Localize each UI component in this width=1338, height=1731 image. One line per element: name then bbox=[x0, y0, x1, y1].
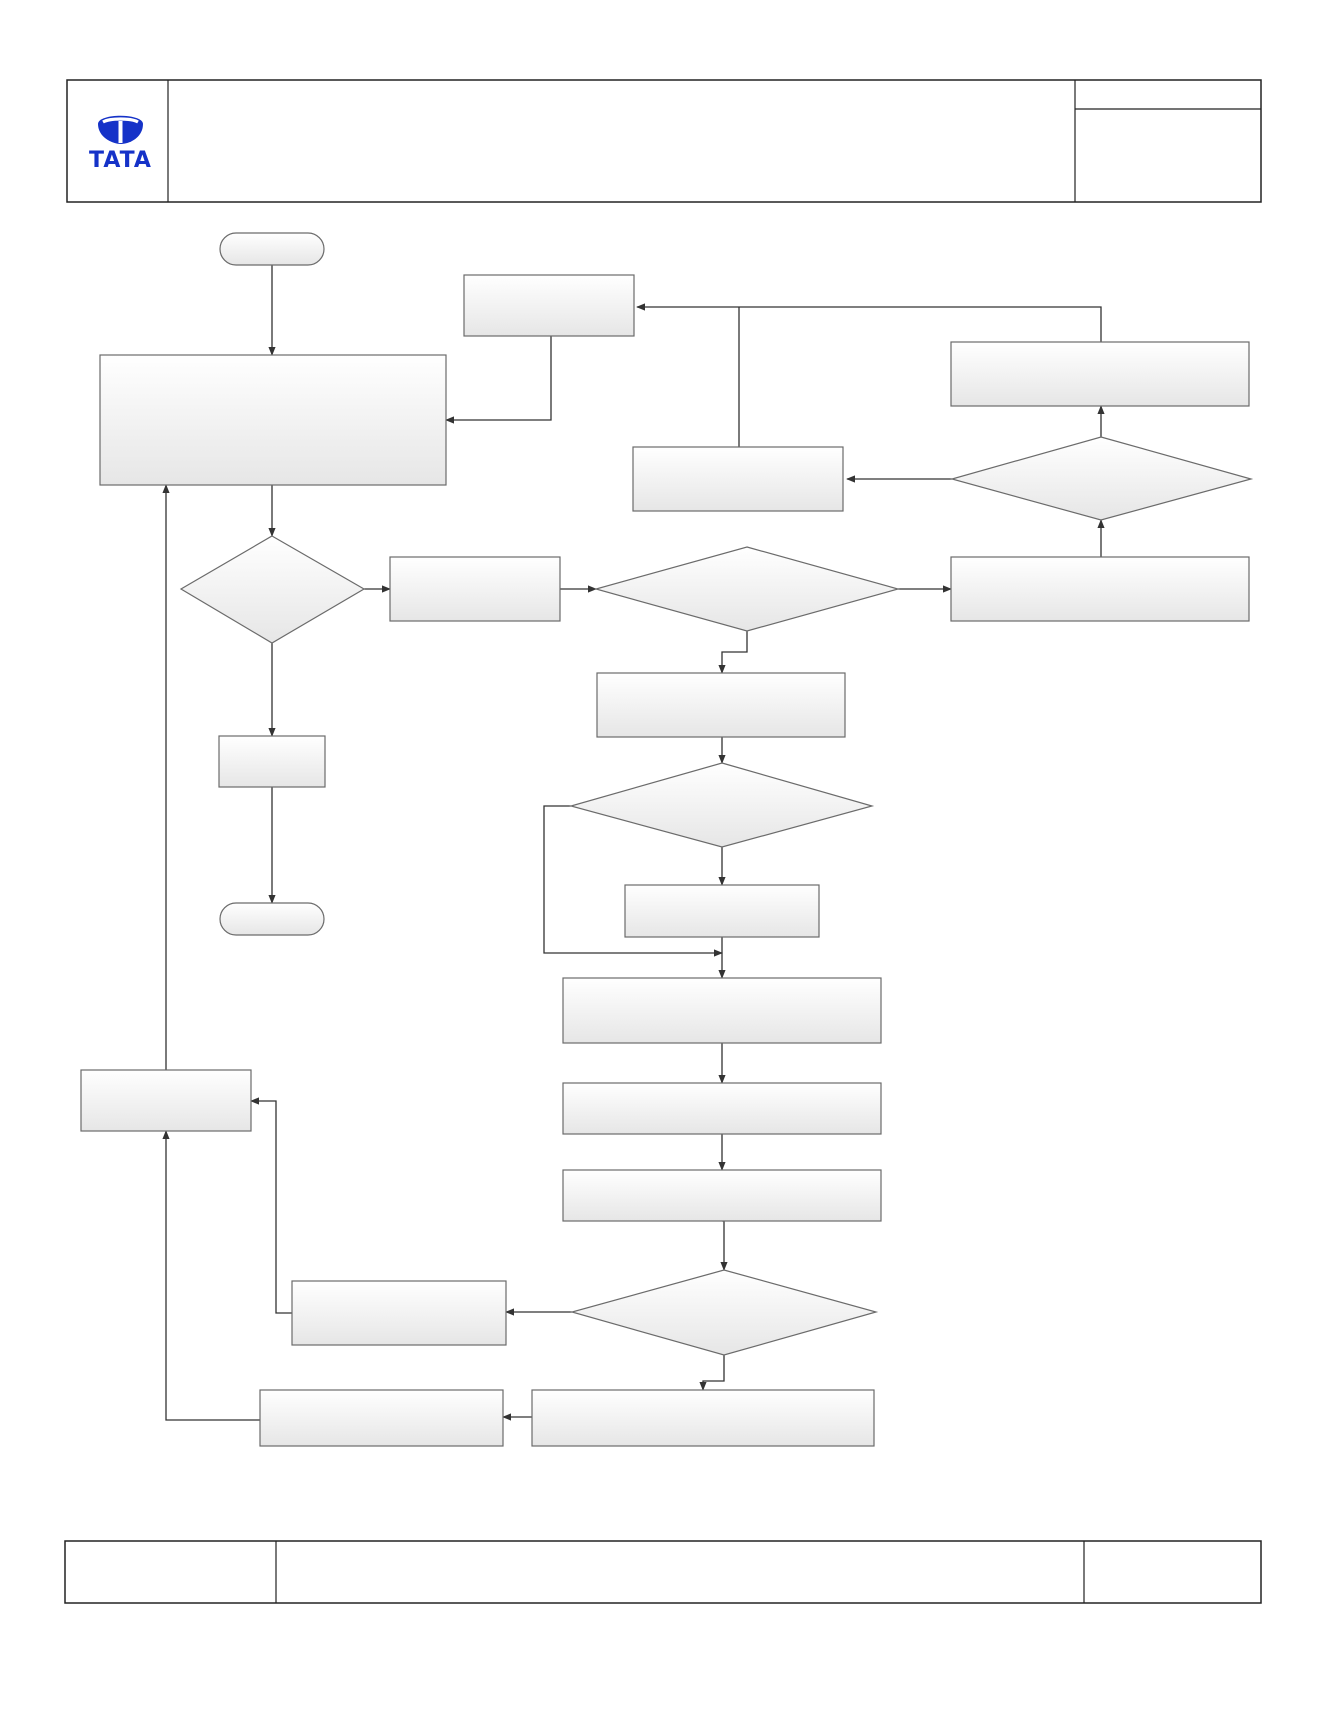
decision-1 bbox=[179, 535, 366, 644]
process-j bbox=[291, 1280, 507, 1346]
process-main bbox=[99, 354, 447, 486]
connector-j-to-loop bbox=[250, 1097, 292, 1314]
flowchart bbox=[80, 232, 1254, 1447]
process-exit bbox=[218, 735, 326, 788]
connector-l-to-loop bbox=[162, 1130, 260, 1421]
connector-i-to-decision-5 bbox=[720, 1220, 728, 1271]
flow-end bbox=[219, 902, 325, 936]
header-block: TATA bbox=[66, 79, 1262, 203]
connector-decision-2-to-e bbox=[718, 631, 748, 674]
decision-4 bbox=[949, 436, 1254, 521]
footer-frame bbox=[64, 1540, 1262, 1604]
connector-decision-5-to-k bbox=[699, 1355, 725, 1391]
process-f bbox=[624, 884, 820, 938]
process-c bbox=[632, 446, 844, 512]
footer-block bbox=[64, 1540, 1262, 1604]
process-b bbox=[950, 556, 1250, 622]
tata-logo-icon: TATA bbox=[89, 115, 152, 173]
decision-3 bbox=[568, 762, 875, 848]
connector-decision-3-bypass bbox=[543, 805, 723, 957]
connector-d-to-top bbox=[636, 303, 1102, 342]
process-g bbox=[562, 977, 882, 1044]
decision-5 bbox=[569, 1269, 879, 1356]
connector-top-to-main bbox=[445, 336, 552, 424]
connectors bbox=[162, 265, 1105, 1421]
flow-start bbox=[219, 232, 325, 266]
process-d bbox=[950, 341, 1250, 407]
logo-wordmark: TATA bbox=[89, 148, 152, 173]
process-k bbox=[531, 1389, 875, 1447]
decision-2 bbox=[593, 546, 901, 632]
process-top bbox=[463, 274, 635, 337]
process-e bbox=[596, 672, 846, 738]
process-l bbox=[259, 1389, 504, 1447]
process-a bbox=[389, 556, 561, 622]
process-h bbox=[562, 1082, 882, 1135]
process-i bbox=[562, 1169, 882, 1222]
header-frame bbox=[66, 79, 1262, 203]
process-loop bbox=[80, 1069, 252, 1132]
